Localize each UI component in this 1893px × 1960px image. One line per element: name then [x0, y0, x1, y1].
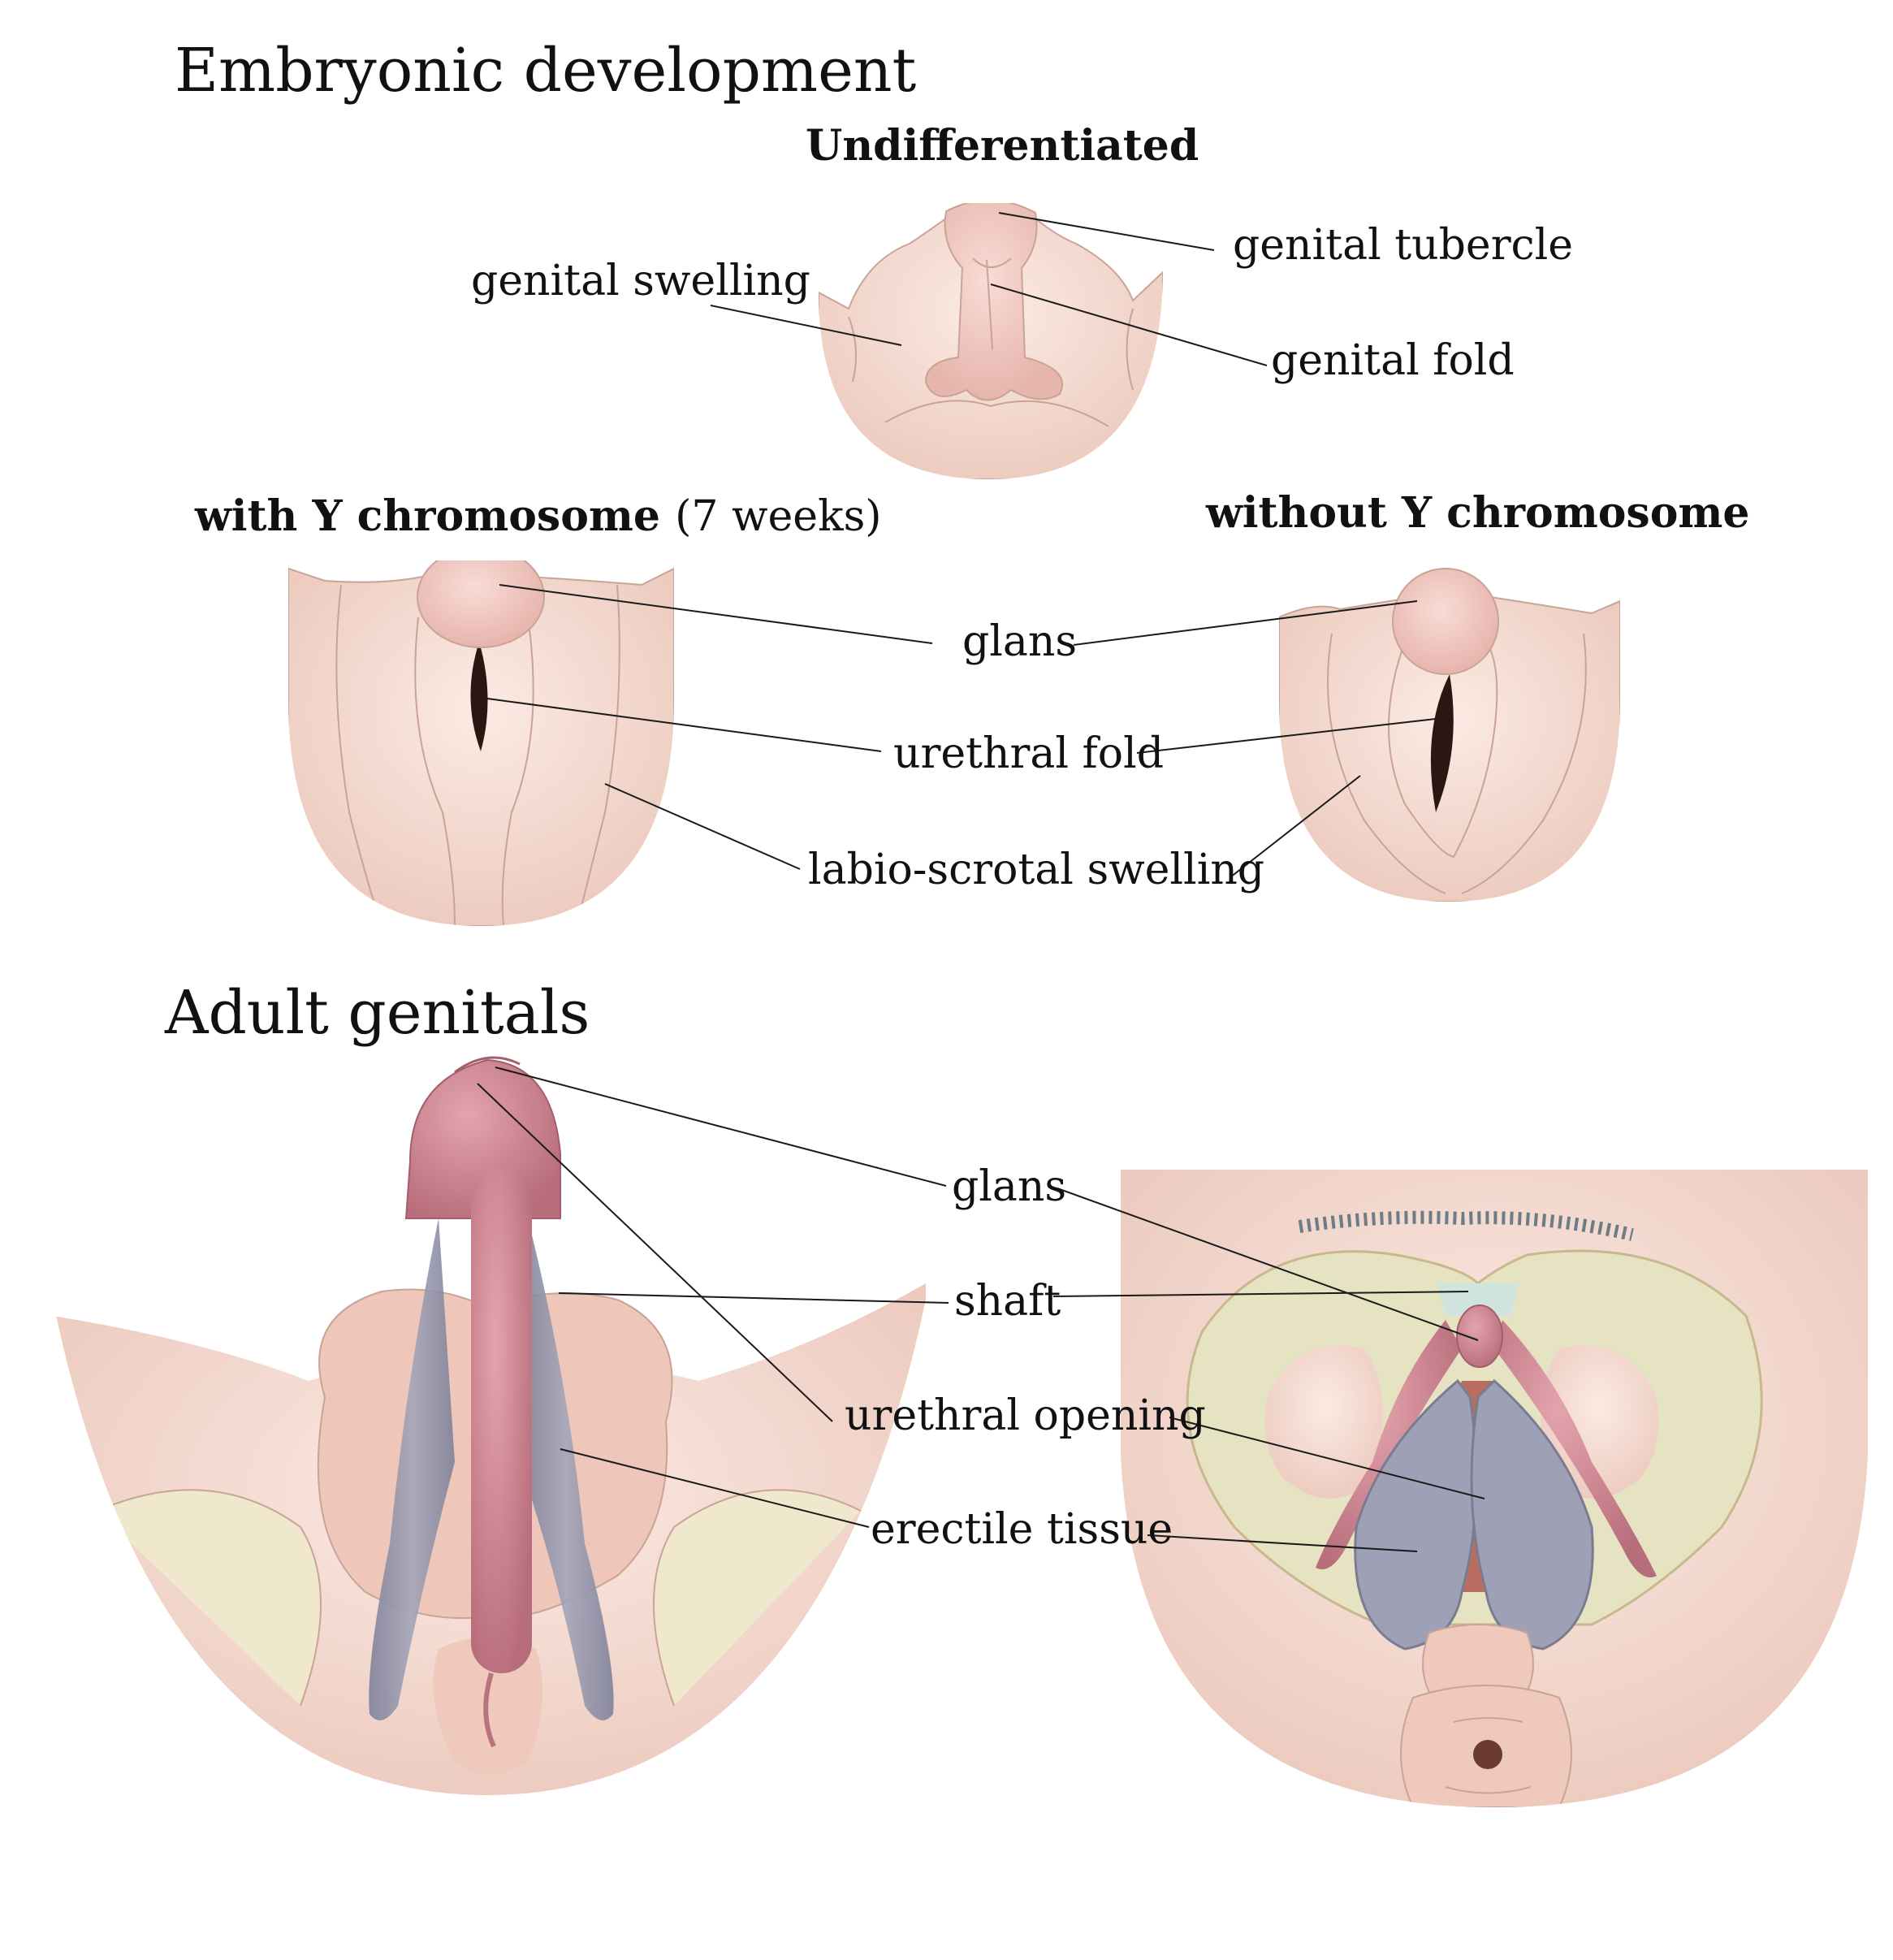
leader-labio-scrotal-male	[604, 783, 801, 870]
with-y-illustration	[288, 560, 674, 926]
label-urethral-opening: urethral opening	[845, 1391, 1206, 1440]
label-glans: glans	[962, 617, 1078, 666]
adult-female-illustration	[1121, 1170, 1868, 1807]
embryonic-heading: Embryonic development	[175, 36, 917, 106]
label-genital-tubercle: genital tubercle	[1233, 221, 1574, 270]
undifferentiated-title: Undifferentiated	[806, 121, 1199, 171]
with-y-age: (7 weeks)	[675, 492, 882, 541]
leader-genital-swelling	[710, 305, 902, 346]
label-labio-scrotal-swelling: labio-scrotal swelling	[808, 846, 1265, 894]
label-urethral-fold: urethral fold	[893, 729, 1164, 778]
label-genital-fold: genital fold	[1271, 336, 1515, 385]
label-erectile-tissue: erectile tissue	[871, 1505, 1173, 1554]
leader-urethral-fold-male	[486, 698, 882, 752]
adult-male-illustration	[53, 1056, 926, 1795]
with-y-title: with Y chromosome (7 weeks)	[195, 492, 882, 541]
leader-shaft-male	[558, 1292, 949, 1304]
leader-urethral-fold-female	[1136, 718, 1437, 754]
leader-adult-glans-male	[495, 1067, 947, 1187]
leader-shaft-female	[1052, 1291, 1469, 1297]
leader-urethral-opening-female	[1169, 1417, 1485, 1499]
leader-erectile-tissue-female	[1147, 1534, 1418, 1552]
leader-lines	[477, 212, 1485, 1552]
leader-genital-fold	[990, 283, 1268, 366]
label-genital-swelling: genital swelling	[471, 257, 810, 305]
without-y-illustration	[1279, 568, 1620, 902]
leader-erectile-tissue-male	[560, 1448, 870, 1528]
leader-glans-male	[499, 584, 933, 644]
undifferentiated-illustration	[819, 203, 1163, 479]
with-y-label: with Y chromosome	[195, 491, 660, 541]
label-adult-glans: glans	[952, 1162, 1067, 1211]
leader-urethral-opening-male	[477, 1083, 833, 1422]
leader-genital-tubercle	[998, 212, 1215, 251]
without-y-title: without Y chromosome	[1206, 488, 1750, 538]
leader-adult-glans-female	[1057, 1188, 1479, 1341]
leader-labio-scrotal-female	[1230, 775, 1361, 878]
label-shaft: shaft	[954, 1277, 1061, 1326]
adult-heading: Adult genitals	[165, 978, 590, 1048]
leader-glans-female	[1073, 600, 1418, 646]
